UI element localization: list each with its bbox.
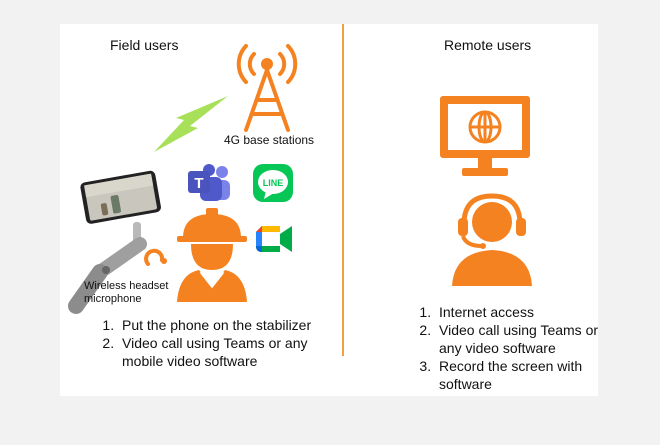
remote-step-1: Internet access — [435, 303, 620, 321]
remote-step-2: Video call using Teams or any video soft… — [435, 321, 620, 357]
line-icon: LINE — [253, 164, 293, 202]
phone-gimbal-icon — [68, 170, 161, 314]
wireless-headset-icon — [144, 248, 167, 266]
remote-users-title: Remote users — [444, 37, 532, 53]
field-users-title: Field users — [110, 37, 179, 53]
cell-tower-icon — [236, 44, 298, 132]
google-meet-icon — [256, 226, 292, 252]
field-steps-list: Put the phone on the stabilizer Video ca… — [94, 316, 333, 370]
teams-icon: T — [188, 164, 230, 201]
construction-worker-icon — [177, 208, 247, 302]
lightning-bolt-icon — [154, 96, 228, 152]
teams-icon-letter: T — [194, 175, 203, 192]
field-step-2: Video call using Teams or any mobile vid… — [118, 334, 333, 370]
headset-label-line1: Wireless headset — [84, 280, 169, 292]
section-divider — [342, 24, 344, 356]
monitor-globe-icon — [440, 96, 530, 176]
headset-label-line2: microphone — [84, 293, 142, 305]
field-step-1: Put the phone on the stabilizer — [118, 316, 333, 334]
line-icon-text: LINE — [263, 178, 284, 188]
base-station-label: 4G base stations — [224, 133, 315, 147]
remote-steps-list: Internet access Video call using Teams o… — [411, 303, 620, 393]
remote-step-3: Record the screen with software — [435, 357, 620, 393]
headset-person-icon — [452, 193, 532, 286]
